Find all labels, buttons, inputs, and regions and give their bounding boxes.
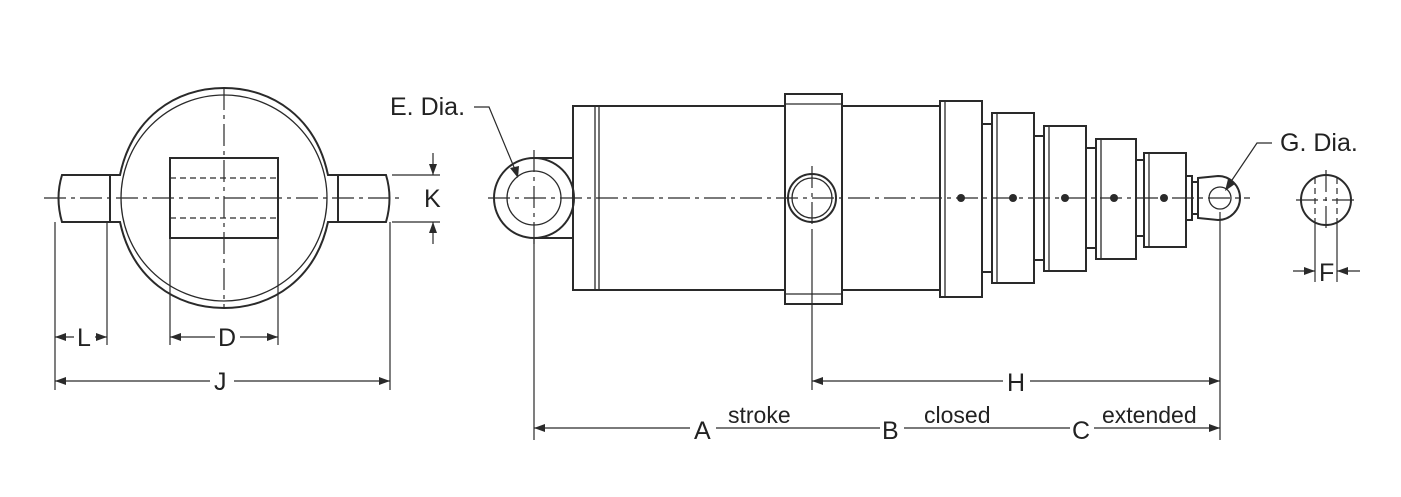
trunnion-end-view [44, 86, 402, 310]
label-closed: closed [924, 402, 990, 428]
label-h: H [1007, 369, 1025, 397]
label-g-dia: G. Dia. [1280, 129, 1358, 157]
label-c: C [1072, 417, 1090, 445]
label-e-dia: E. Dia. [390, 93, 465, 121]
label-a: A [694, 417, 711, 445]
dimension-f: F [1293, 222, 1360, 287]
label-d: D [218, 324, 236, 352]
telescopic-cylinder-side-view [488, 93, 1250, 305]
dimension-d: D [169, 238, 279, 352]
label-j: J [214, 368, 227, 396]
dimension-abc: A B C stroke closed extended [533, 238, 1220, 445]
label-stroke: stroke [728, 402, 791, 428]
dimension-h: H [811, 212, 1221, 440]
label-k: K [424, 185, 441, 213]
callout-e-dia: E. Dia. [390, 93, 519, 178]
label-b: B [882, 417, 899, 445]
callout-g-dia: G. Dia. [1225, 129, 1358, 191]
dimension-k: K [392, 153, 441, 244]
label-extended: extended [1102, 402, 1197, 428]
dimension-l: L [54, 222, 108, 390]
label-l: L [77, 324, 91, 352]
dimension-j: J [55, 222, 391, 396]
label-f: F [1319, 259, 1334, 287]
rod-eye-end-view [1296, 170, 1356, 230]
